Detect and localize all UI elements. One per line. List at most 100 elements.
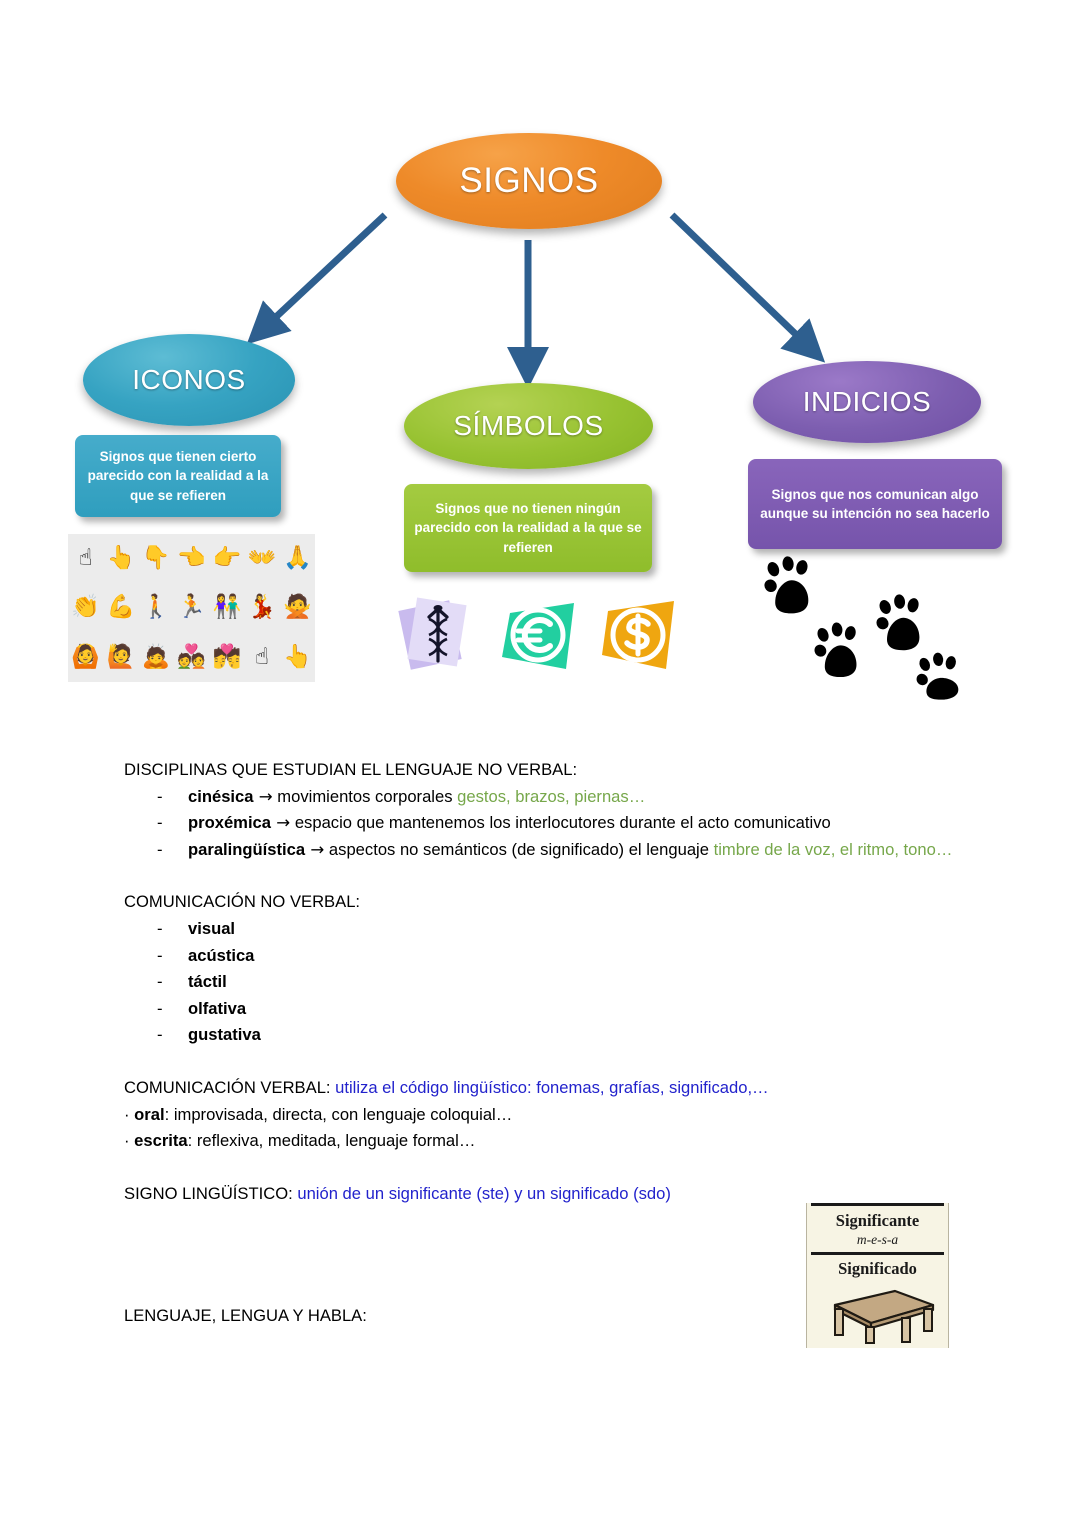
dash-bullet: - <box>157 839 163 859</box>
emoji-cell: 🏃 <box>177 594 206 621</box>
emoji-cell: 🙆 <box>71 643 100 670</box>
callout-text-iconos: Signos que tienen cierto parecido con la… <box>87 449 269 503</box>
list-item-olfativa: - olfativa <box>124 996 954 1023</box>
definition-proxemica: espacio que mantenemos los interlocutore… <box>290 813 831 833</box>
dash-bullet: - <box>157 813 163 833</box>
callout-simbolos-description: Signos que no tienen ningún parecido con… <box>404 484 652 572</box>
label-olfativa: olfativa <box>188 998 247 1018</box>
term-oral: oral <box>134 1104 165 1124</box>
emoji-cell: 💑 <box>177 643 206 670</box>
middot-bullet: · <box>124 1131 130 1151</box>
emoji-cell: 🙋 <box>106 643 136 670</box>
definition-oral: : improvisada, directa, con lenguaje col… <box>164 1104 513 1124</box>
emoji-cell: 👏 <box>71 594 100 621</box>
emoji-cell: 👆 <box>283 643 312 670</box>
term-escrita: escrita <box>134 1131 188 1151</box>
dollar-symbol-icon <box>602 601 674 669</box>
emoji-cell: 💃 <box>247 594 277 621</box>
callout-indicios-description: Signos que nos comunican algo aunque su … <box>748 459 1002 549</box>
definition-paralinguistica: aspectos no semánticos (de significado) … <box>324 839 714 859</box>
dash-bullet: - <box>157 786 163 806</box>
heading-comunicacion-verbal-detail: utiliza el código lingüístico: fonemas, … <box>330 1077 769 1097</box>
node-label-signos: SIGNOS <box>459 161 599 200</box>
caduceus-icon <box>398 597 467 670</box>
callout-text-simbolos: Signos que no tienen ningún parecido con… <box>414 501 642 555</box>
emoji-cell: 👫 <box>212 594 242 621</box>
callout-text-indicios: Signos que nos comunican algo aunque su … <box>760 486 990 521</box>
spacer <box>124 863 954 889</box>
paw-print-icon <box>916 652 959 700</box>
emoji-cell: ☝ <box>78 545 93 572</box>
heading-signo-linguistico: SIGNO LINGÜÍSTICO: unión de un significa… <box>124 1181 954 1208</box>
callout-iconos-description: Signos que tienen cierto parecido con la… <box>75 435 281 517</box>
emoji-cell: 👇 <box>141 545 171 572</box>
arrow-glyph: → <box>305 839 325 859</box>
spacer <box>124 1049 954 1075</box>
dash-bullet: - <box>157 998 163 1018</box>
node-label-simbolos: SÍMBOLOS <box>453 410 604 441</box>
list-item-tactil: -táctil <box>124 969 954 996</box>
emoji-cell: 💪 <box>106 594 136 621</box>
emoji-cell: 🙅 <box>283 594 312 621</box>
example-cinesica: gestos, brazos, piernas… <box>457 786 646 806</box>
heading-disciplinas: DISCIPLINAS QUE ESTUDIAN EL LENGUAJE NO … <box>124 760 578 779</box>
list-disciplinas: -cinésica → movimientos corporales gesto… <box>124 784 954 864</box>
divider-middle <box>811 1252 944 1255</box>
heading-signo-linguistico-detail: unión de un significante (ste) y un sign… <box>292 1183 671 1203</box>
term-cinesica: cinésica <box>188 786 254 806</box>
emoji-cell: 👈 <box>177 545 206 572</box>
word-mesa: m-e-s-a <box>856 1232 899 1247</box>
heading-lenguaje-lengua-habla: LENGUAJE, LENGUA Y HABLA: <box>124 1306 367 1326</box>
list-item-gustativa: -gustativa <box>124 1022 954 1049</box>
list-item-visual: - visual <box>124 916 954 943</box>
divider-top <box>811 1203 944 1206</box>
emoji-cell: 💏 <box>212 643 242 670</box>
label-significado: Significado <box>838 1259 917 1278</box>
paw-print-icon <box>764 556 809 614</box>
label-acustica: acústica <box>188 945 255 965</box>
term-proxemica: proxémica <box>188 813 272 833</box>
example-paralinguistica: timbre de la voz, el ritmo, tono… <box>713 839 953 859</box>
heading-comunicacion-verbal: COMUNICACIÓN VERBAL: utiliza el código l… <box>124 1075 954 1102</box>
middot-bullet: · <box>124 1104 130 1124</box>
label-significante: Significante <box>835 1211 920 1230</box>
label-visual: visual <box>188 918 236 938</box>
list-item-acustica: - acústica <box>124 943 954 970</box>
arrow-glyph: → <box>271 813 291 833</box>
node-label-iconos: ICONOS <box>132 364 246 395</box>
paw-print-icon <box>876 594 920 651</box>
paw-print-icon <box>814 622 857 678</box>
heading-comunicacion-verbal-label: COMUNICACIÓN VERBAL: <box>124 1077 331 1097</box>
signs-concept-diagram: SIGNOS ICONOS Signos que tienen cierto p… <box>0 0 1080 730</box>
dash-bullet: - <box>157 945 163 965</box>
significante-significado-figure: Significante m-e-s-a Significado <box>806 1203 949 1348</box>
diagram-node-iconos: ICONOS <box>83 334 295 426</box>
wooden-table-drawing <box>807 1281 948 1345</box>
dash-bullet: - <box>157 1025 163 1045</box>
heading-signo-linguistico-label: SIGNO LINGÜÍSTICO: <box>124 1183 293 1203</box>
emoji-gestures-grid-image: ☝👆👇👈👉👐🙏👏💪🚶🏃👫💃🙅🙆🙋🙇💑💏☝👆 <box>68 534 315 682</box>
symbol-icons-image <box>398 597 674 670</box>
emoji-cell: 🙏 <box>283 545 312 572</box>
dash-bullet: - <box>157 918 163 938</box>
connector-signos-to-indicios <box>669 212 826 363</box>
line-oral: · oral: improvisada, directa, con lengua… <box>124 1102 954 1129</box>
diagram-node-indicios: INDICIOS <box>753 361 981 443</box>
term-paralinguistica: paralingüística <box>188 839 306 859</box>
euro-symbol-icon <box>502 603 574 669</box>
connector-signos-to-iconos <box>246 212 388 345</box>
diagram-node-signos: SIGNOS <box>396 133 662 229</box>
label-tactil: táctil <box>188 972 227 992</box>
definition-escrita: : reflexiva, meditada, lenguaje formal… <box>187 1131 476 1151</box>
heading-comunicacion-no-verbal: COMUNICACIÓN NO VERBAL: <box>124 892 361 912</box>
list-item-paralinguistica: - paralingüística → aspectos no semántico… <box>124 837 954 864</box>
list-item-cinesica: -cinésica → movimientos corporales gesto… <box>124 784 954 811</box>
emoji-cell: 👐 <box>247 545 277 572</box>
diagram-node-simbolos: SÍMBOLOS <box>404 383 653 469</box>
node-label-indicios: INDICIOS <box>802 386 932 417</box>
emoji-cell: 🙇 <box>141 643 171 670</box>
emoji-cell: 👆 <box>106 545 136 572</box>
spacer <box>124 1155 954 1181</box>
emoji-cell: 🚶 <box>141 594 171 621</box>
list-item-proxemica: - proxémica → espacio que mantenemos los … <box>124 810 954 837</box>
